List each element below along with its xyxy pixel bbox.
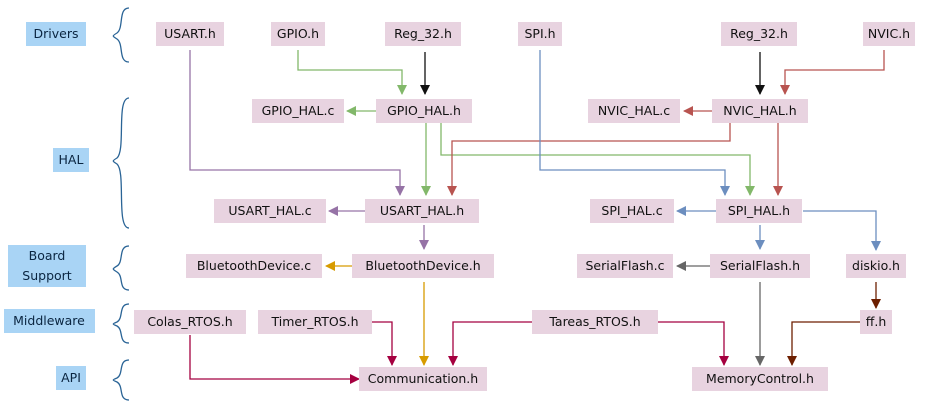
node-reg32-right-label: Reg_32.h [730,26,788,41]
edge-spi-hal-h-to-diskio-h [803,210,881,251]
node-memorycontrol-h[interactable]: MemoryControl.h [692,367,828,391]
layer-board-support: Board Support [8,245,86,287]
node-nvic-hal-h-label: NVIC_HAL.h [723,103,796,118]
node-serialflash-h[interactable]: SerialFlash.h [710,254,810,278]
node-tareas-rtos-label: Tareas_RTOS.h [548,314,640,329]
node-ff-h[interactable]: ff.h [860,310,892,334]
node-serialflash-c-label: SerialFlash.c [586,258,665,273]
layer-board-support-label-line1: Board [29,248,66,263]
edge-nvic-hal-h-to-usart-hal-h [447,121,731,196]
brace-api [112,359,130,401]
node-reg32-right[interactable]: Reg_32.h [721,22,797,46]
node-nvic-h[interactable]: NVIC.h [863,22,915,46]
node-spi-hal-c-label: SPI_HAL.c [601,203,662,218]
edge-gpio-h-to-gpio-hal-h [297,50,407,95]
edge-colas-to-communication-h [189,335,360,384]
node-timer-rtos[interactable]: Timer_RTOS.h [258,310,372,334]
node-timer-rtos-label: Timer_RTOS.h [270,314,358,329]
brace-board-support [112,245,130,291]
layer-braces [112,7,130,401]
node-gpio-hal-c-label: GPIO_HAL.c [262,103,335,118]
edge-ff-h-to-memorycontrol-h [787,321,860,366]
node-usart-hal-c[interactable]: USART_HAL.c [214,199,326,223]
node-spi-hal-c[interactable]: SPI_HAL.c [590,199,674,223]
node-gpio-hal-h[interactable]: GPIO_HAL.h [376,99,472,123]
edge-tareas-to-communication-h [448,321,532,366]
node-usart-hal-h-label: USART_HAL.h [380,203,464,218]
node-tareas-rtos[interactable]: Tareas_RTOS.h [532,310,658,334]
node-bluetooth-h[interactable]: BluetoothDevice.h [352,254,494,278]
node-usart-hal-h[interactable]: USART_HAL.h [365,199,479,223]
node-bluetooth-h-label: BluetoothDevice.h [365,258,480,273]
node-colas-rtos-label: Colas_RTOS.h [147,314,232,329]
layer-api-label: API [61,370,81,385]
layer-middleware: Middleware [4,309,95,333]
node-communication-h[interactable]: Communication.h [359,367,487,391]
edges [189,50,885,384]
layer-labels: Drivers HAL Board Support Middleware API [4,22,95,390]
edge-nvic-h-to-nvic-hal-h [780,50,885,95]
node-spi-hal-h[interactable]: SPI_HAL.h [716,199,802,223]
nodes: USART.h GPIO.h Reg_32.h SPI.h Reg_32.h N… [134,22,915,391]
node-serialflash-c[interactable]: SerialFlash.c [577,254,673,278]
layer-hal-label: HAL [59,152,84,167]
node-spi-hal-h-label: SPI_HAL.h [728,203,790,218]
brace-drivers [112,7,130,63]
node-bluetooth-c[interactable]: BluetoothDevice.c [186,254,322,278]
node-reg32-left-label: Reg_32.h [394,26,452,41]
layer-hal: HAL [53,148,89,172]
brace-hal [112,97,130,229]
layer-drivers-label: Drivers [34,26,79,41]
node-spi-h-label: SPI.h [524,26,555,41]
edge-tareas-to-memorycontrol-h [657,321,729,366]
layer-api: API [56,366,86,390]
node-nvic-h-label: NVIC.h [868,26,910,41]
node-nvic-hal-c[interactable]: NVIC_HAL.c [588,99,680,123]
node-gpio-hal-c[interactable]: GPIO_HAL.c [252,99,344,123]
node-nvic-hal-c-label: NVIC_HAL.c [598,103,670,118]
node-gpio-h[interactable]: GPIO.h [271,22,325,46]
node-usart-h[interactable]: USART.h [156,22,224,46]
node-diskio-h[interactable]: diskio.h [846,254,906,278]
node-reg32-left[interactable]: Reg_32.h [385,22,461,46]
edge-spi-h-to-spi-hal-h [539,50,730,196]
edge-gpio-hal-h-to-spi-hal-h [440,121,755,196]
layer-middleware-label: Middleware [13,313,85,328]
node-ff-h-label: ff.h [866,314,887,329]
node-bluetooth-c-label: BluetoothDevice.c [197,258,311,273]
layer-drivers: Drivers [26,22,86,46]
node-communication-h-label: Communication.h [368,371,478,386]
node-diskio-h-label: diskio.h [852,258,900,273]
node-colas-rtos[interactable]: Colas_RTOS.h [134,310,246,334]
edge-usart-h-to-usart-hal-h [189,50,405,196]
node-gpio-h-label: GPIO.h [277,26,319,41]
node-nvic-hal-h[interactable]: NVIC_HAL.h [712,99,808,123]
node-serialflash-h-label: SerialFlash.h [720,258,800,273]
brace-middleware [112,303,130,344]
node-spi-h[interactable]: SPI.h [518,22,562,46]
layer-board-support-label-line2: Support [22,268,72,283]
node-memorycontrol-h-label: MemoryControl.h [706,371,814,386]
node-usart-h-label: USART.h [164,26,216,41]
node-usart-hal-c-label: USART_HAL.c [228,203,311,218]
node-gpio-hal-h-label: GPIO_HAL.h [387,103,461,118]
